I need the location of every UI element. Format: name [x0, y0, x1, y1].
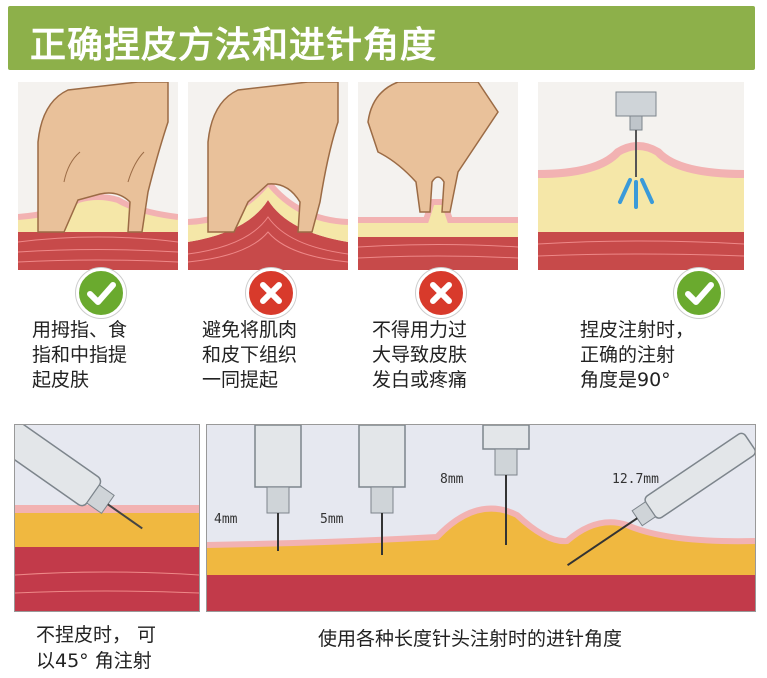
- caption-line: 角度是90°: [580, 369, 671, 391]
- status-badge-wrong: [416, 268, 466, 318]
- panel-90-degree-correct: [538, 82, 744, 270]
- caption-needle-lengths: 使用各种长度针头注射时的进针角度: [318, 628, 623, 650]
- caption-45-degree: 不捏皮时， 可 以45° 角注射: [36, 622, 156, 674]
- panel-45-degree: [14, 424, 200, 612]
- needle-lengths-illustration: [207, 425, 755, 611]
- page-title: 正确捏皮方法和进针角度: [30, 25, 438, 66]
- title-bar: 正确捏皮方法和进针角度: [8, 6, 755, 70]
- injection-90-degree-illustration: [538, 82, 744, 270]
- panel-needle-lengths: [206, 424, 756, 612]
- status-badge-correct: [674, 268, 724, 318]
- caption-line: 指和中指提: [32, 344, 128, 366]
- caption-line: 起皮肤: [32, 369, 90, 391]
- caption-line: 不捏皮时， 可: [36, 624, 157, 646]
- injection-45-degree-illustration: [15, 425, 199, 611]
- caption-panel-3: 不得用力过 大导致皮肤 发白或疼痛: [372, 318, 467, 393]
- caption-line: 大导致皮肤: [372, 344, 468, 366]
- caption-line: 用拇指、食: [32, 319, 128, 341]
- pinch-too-hard-illustration: [358, 82, 518, 270]
- caption-panel-1: 用拇指、食 指和中指提 起皮肤: [32, 318, 127, 393]
- cross-icon: [260, 282, 282, 304]
- caption-line: 以45° 角注射: [36, 650, 152, 672]
- caption-line: 正确的注射: [580, 344, 676, 366]
- caption-line: 和皮下组织: [202, 344, 298, 366]
- needle-length-label: 12.7mm: [612, 472, 659, 487]
- pinch-correct-illustration: [18, 82, 178, 270]
- status-badge-wrong: [246, 268, 296, 318]
- caption-panel-4: 捏皮注射时， 正确的注射 角度是90°: [580, 318, 694, 393]
- pinch-muscle-illustration: [188, 82, 348, 270]
- cross-icon: [430, 282, 452, 304]
- caption-line: 不得用力过: [372, 319, 468, 341]
- caption-line: 避免将肌肉: [202, 319, 298, 341]
- caption-line: 发白或疼痛: [372, 369, 468, 391]
- needle-length-label: 5mm: [320, 512, 344, 527]
- caption-line: 一同提起: [202, 369, 279, 391]
- check-icon: [685, 282, 714, 305]
- check-icon: [87, 282, 116, 305]
- caption-line: 捏皮注射时，: [580, 319, 695, 341]
- status-badge-correct: [76, 268, 126, 318]
- needle-length-label: 4mm: [214, 512, 238, 527]
- needle-length-label: 8mm: [440, 472, 464, 487]
- panel-pinch-muscle-wrong: [188, 82, 348, 270]
- caption-panel-2: 避免将肌肉 和皮下组织 一同提起: [202, 318, 297, 393]
- panel-pinch-correct: [18, 82, 178, 270]
- panel-pinch-too-hard-wrong: [358, 82, 518, 270]
